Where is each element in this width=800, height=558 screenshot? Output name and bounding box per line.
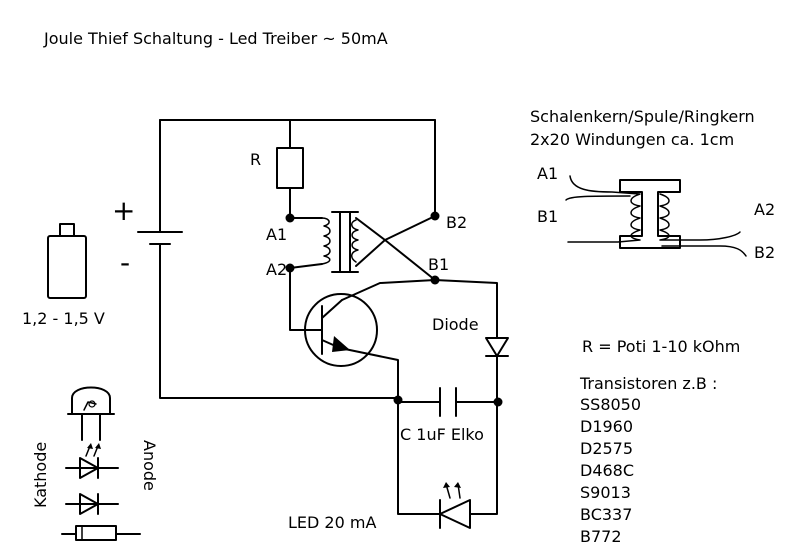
coil-a1-label: A1 — [266, 225, 287, 244]
coil-symbol — [321, 211, 359, 273]
anode-label: Anode — [140, 440, 159, 491]
voltage-label: 1,2 - 1,5 V — [22, 309, 105, 328]
capacitor-label: C 1uF Elko — [400, 425, 484, 444]
led-legend-symbol — [65, 443, 119, 479]
resistor-symbol — [276, 147, 304, 189]
transistor-item: D468C — [580, 461, 634, 480]
junction-dots — [285, 211, 503, 407]
coil-detail-a1-label: A1 — [537, 164, 558, 183]
circuit-wires — [159, 119, 498, 515]
led-symbol — [439, 482, 471, 529]
coil-detail-title-2: 2x20 Windungen ca. 1cm — [530, 130, 734, 149]
battery-cell-icon — [47, 223, 87, 299]
transistors-heading: Transistoren z.B : — [579, 374, 717, 393]
diode-label: Diode — [432, 315, 479, 334]
led-label: LED 20 mA — [288, 513, 376, 532]
coil-b1-label: B1 — [428, 255, 449, 274]
coil-detail-drawing — [565, 175, 747, 257]
diode-legend-symbol — [65, 493, 119, 515]
resistor-legend-symbol — [61, 525, 141, 541]
battery-symbol — [137, 231, 183, 245]
transistor-item: S9013 — [580, 483, 631, 502]
minus-sign: - — [120, 246, 130, 279]
coil-detail-b2-label: B2 — [754, 243, 775, 262]
coil-b2-label: B2 — [446, 213, 467, 232]
coil-detail-a2-label: A2 — [754, 200, 775, 219]
transistor-item: D1960 — [580, 417, 633, 436]
transistor-item: D2575 — [580, 439, 633, 458]
diode-symbol — [485, 337, 509, 357]
r-value-note: R = Poti 1-10 kOhm — [582, 337, 740, 356]
transistor-list: SS8050 D1960 D2575 D468C S9013 BC337 B77… — [580, 395, 641, 546]
resistor-label: R — [250, 150, 261, 169]
led-package-icon — [67, 386, 115, 441]
transistor-item: BC337 — [580, 505, 632, 524]
coil-detail-b1-label: B1 — [537, 207, 558, 226]
plus-sign: + — [112, 194, 135, 227]
transistor-item: SS8050 — [580, 395, 641, 414]
diagram-title: Joule Thief Schaltung - Led Treiber ~ 50… — [43, 29, 388, 48]
transistor-item: B772 — [580, 527, 622, 546]
capacitor-symbol — [439, 387, 457, 417]
coil-detail-title-1: Schalenkern/Spule/Ringkern — [530, 107, 755, 126]
kathode-label: Kathode — [31, 442, 50, 508]
transistor-symbol — [304, 293, 378, 367]
coil-a2-label: A2 — [266, 260, 287, 279]
